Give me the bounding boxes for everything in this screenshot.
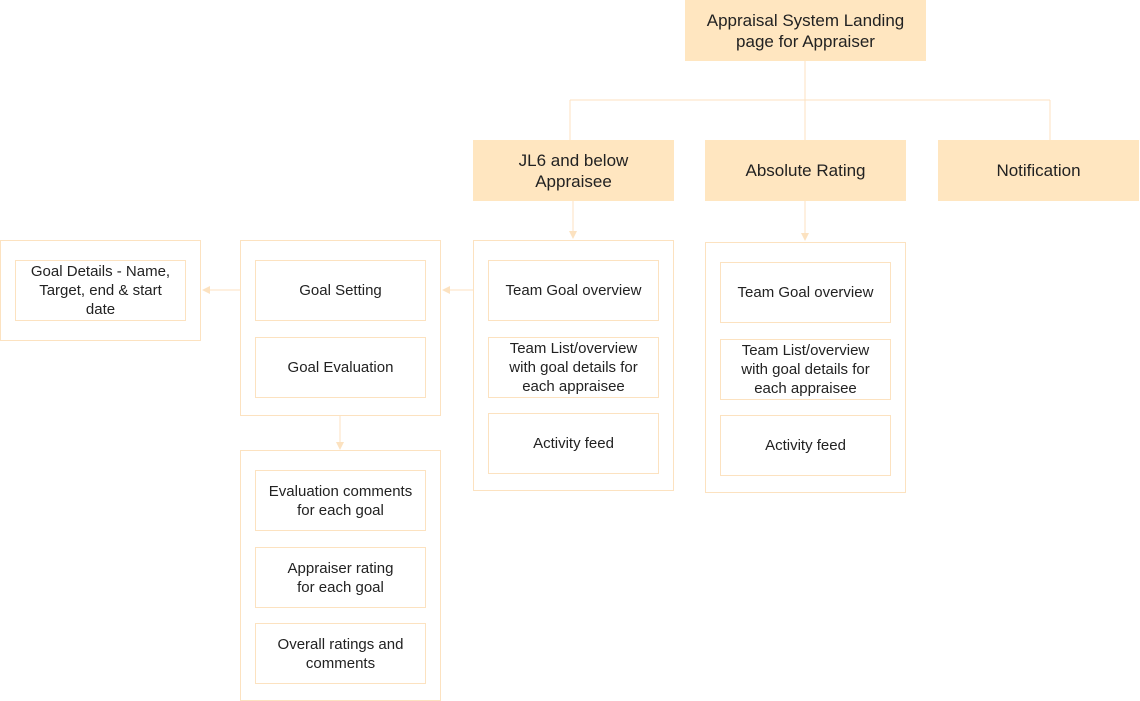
- jl6-item-label: Team List/overview with goal details for…: [509, 340, 638, 395]
- root-node[interactable]: Appraisal System Landing page for Apprai…: [685, 0, 926, 61]
- goal-item-label: Goal Evaluation: [287, 359, 394, 376]
- evaluation-item-label: Overall ratings and comments: [277, 635, 404, 672]
- section-jl6[interactable]: JL6 and below Appraisee: [473, 140, 674, 201]
- goal-evaluation[interactable]: Goal Evaluation: [255, 337, 426, 398]
- section-notification-label: Notification: [996, 161, 1081, 180]
- jl6-team-list-overview[interactable]: Team List/overview with goal details for…: [488, 337, 659, 398]
- goal-details-label: Goal Details - Name, Target, end & start…: [30, 263, 171, 318]
- absolute-activity-feed[interactable]: Activity feed: [720, 415, 891, 476]
- evaluation-comments[interactable]: Evaluation comments for each goal: [255, 470, 426, 531]
- absolute-item-label: Activity feed: [765, 437, 846, 454]
- jl6-team-goal-overview[interactable]: Team Goal overview: [488, 260, 659, 321]
- overall-ratings-comments[interactable]: Overall ratings and comments: [255, 623, 426, 684]
- section-absolute-label: Absolute Rating: [745, 161, 866, 180]
- section-absolute-rating[interactable]: Absolute Rating: [705, 140, 906, 201]
- evaluation-item-label: Evaluation comments for each goal: [268, 482, 413, 519]
- evaluation-item-label: Appraiser rating for each goal: [287, 559, 394, 596]
- goal-details-name-target-dates[interactable]: Goal Details - Name, Target, end & start…: [15, 260, 186, 321]
- absolute-team-list-overview[interactable]: Team List/overview with goal details for…: [720, 339, 891, 400]
- section-jl6-label: JL6 and below Appraisee: [518, 150, 629, 191]
- goal-setting[interactable]: Goal Setting: [255, 260, 426, 321]
- root-label: Appraisal System Landing page for Apprai…: [706, 10, 905, 51]
- jl6-item-label: Team Goal overview: [505, 282, 642, 299]
- absolute-item-label: Team List/overview with goal details for…: [741, 342, 870, 397]
- appraiser-rating[interactable]: Appraiser rating for each goal: [255, 547, 426, 608]
- absolute-team-goal-overview[interactable]: Team Goal overview: [720, 262, 891, 323]
- absolute-item-label: Team Goal overview: [737, 284, 874, 301]
- goal-item-label: Goal Setting: [299, 282, 382, 299]
- section-notification[interactable]: Notification: [938, 140, 1139, 201]
- jl6-item-label: Activity feed: [533, 435, 614, 452]
- jl6-activity-feed[interactable]: Activity feed: [488, 413, 659, 474]
